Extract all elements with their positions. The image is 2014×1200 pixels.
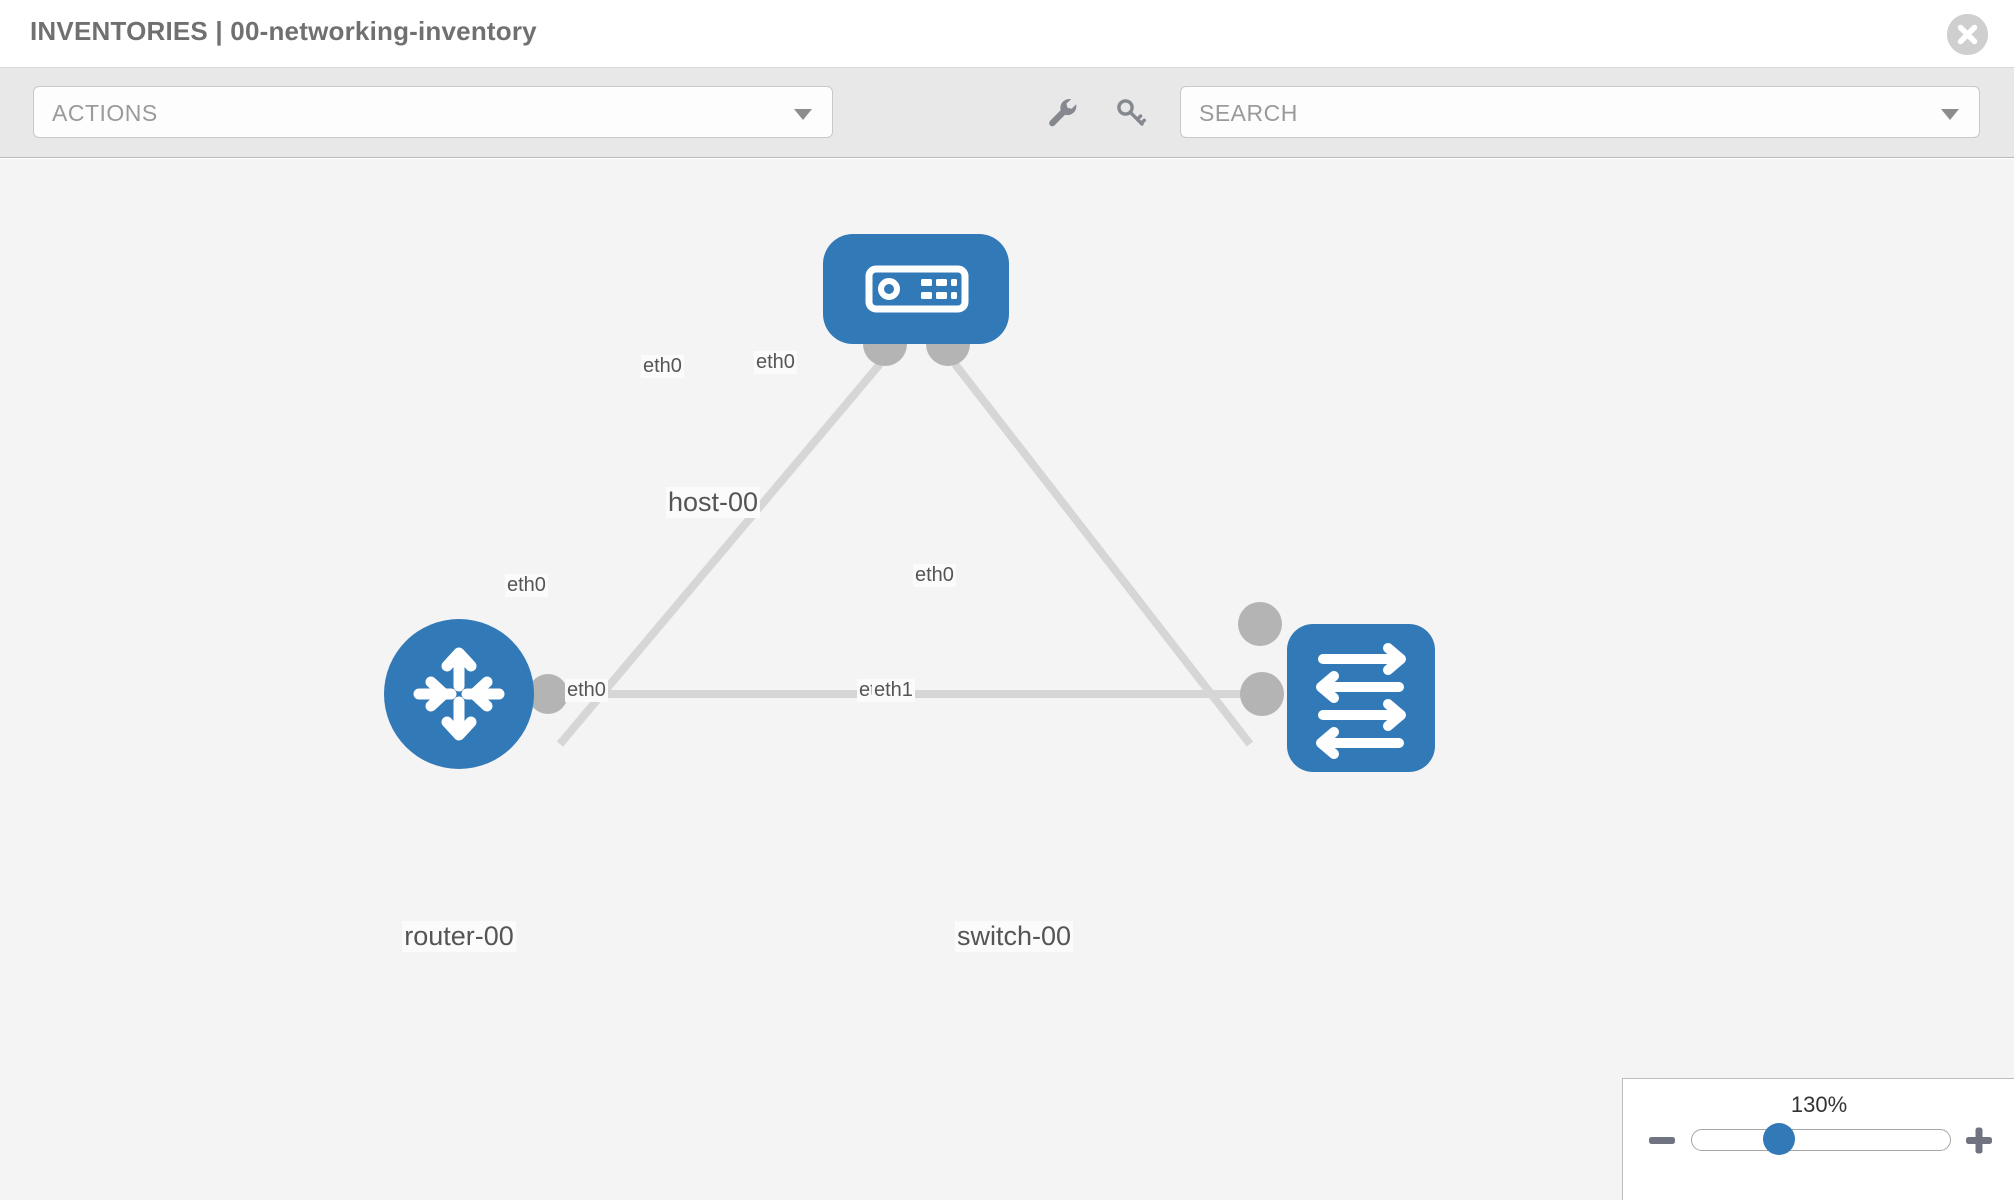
- chevron-down-icon: [794, 109, 812, 120]
- search-input[interactable]: SEARCH: [1180, 86, 1980, 138]
- switch-arrows-icon: [1316, 643, 1406, 759]
- topology-connectors: [528, 322, 1284, 716]
- zoom-level-label: 130%: [1790, 1092, 1848, 1117]
- iface-switch-uplink: eth0: [913, 564, 956, 587]
- topology-svg: [384, 234, 1435, 772]
- link-host-router: [556, 361, 884, 747]
- topology-canvas[interactable]: host-00 router-00 switch-00 eth0 eth0 et…: [0, 159, 2014, 1200]
- page-title: INVENTORIES | 00-networking-inventory: [30, 16, 537, 46]
- connector-switch-left: [1240, 672, 1284, 716]
- node-host-00: [823, 234, 1009, 344]
- node-label-host: host-00: [665, 487, 761, 518]
- toolbar: ACTIONS SEARCH: [0, 68, 2014, 158]
- title-bar: INVENTORIES | 00-networking-inventory: [0, 0, 2014, 68]
- actions-dropdown[interactable]: ACTIONS: [33, 86, 833, 138]
- minus-icon[interactable]: [1645, 1123, 1679, 1157]
- key-icon[interactable]: [1113, 96, 1147, 130]
- search-placeholder: SEARCH: [1199, 100, 1298, 126]
- zoom-slider[interactable]: [1691, 1129, 1951, 1151]
- zoom-panel: 130%: [1622, 1078, 2014, 1200]
- server-icon: [865, 265, 969, 313]
- node-switch-00: [1287, 624, 1435, 772]
- chevron-down-icon[interactable]: [1941, 109, 1959, 120]
- iface-host-to-switch: eth0: [754, 351, 797, 374]
- iface-router-uplink: eth0: [505, 574, 548, 597]
- connector-router-right: [528, 674, 568, 714]
- plus-icon[interactable]: [1962, 1123, 1996, 1157]
- iface-router-eth0: eth0: [565, 679, 608, 702]
- actions-dropdown-label: ACTIONS: [52, 100, 158, 126]
- node-router-00: [384, 619, 534, 769]
- connector-switch-top: [1238, 602, 1282, 646]
- wrench-icon[interactable]: [1046, 96, 1080, 130]
- link-host-switch: [951, 361, 1254, 747]
- zoom-slider-thumb[interactable]: [1763, 1123, 1795, 1155]
- node-label-switch: switch-00: [954, 921, 1074, 952]
- close-icon[interactable]: [1947, 14, 1988, 55]
- iface-switch-eth1: eth1: [872, 679, 915, 702]
- node-label-router: router-00: [402, 921, 516, 952]
- router-arrows-icon: [413, 647, 505, 741]
- iface-host-to-router: eth0: [641, 355, 684, 378]
